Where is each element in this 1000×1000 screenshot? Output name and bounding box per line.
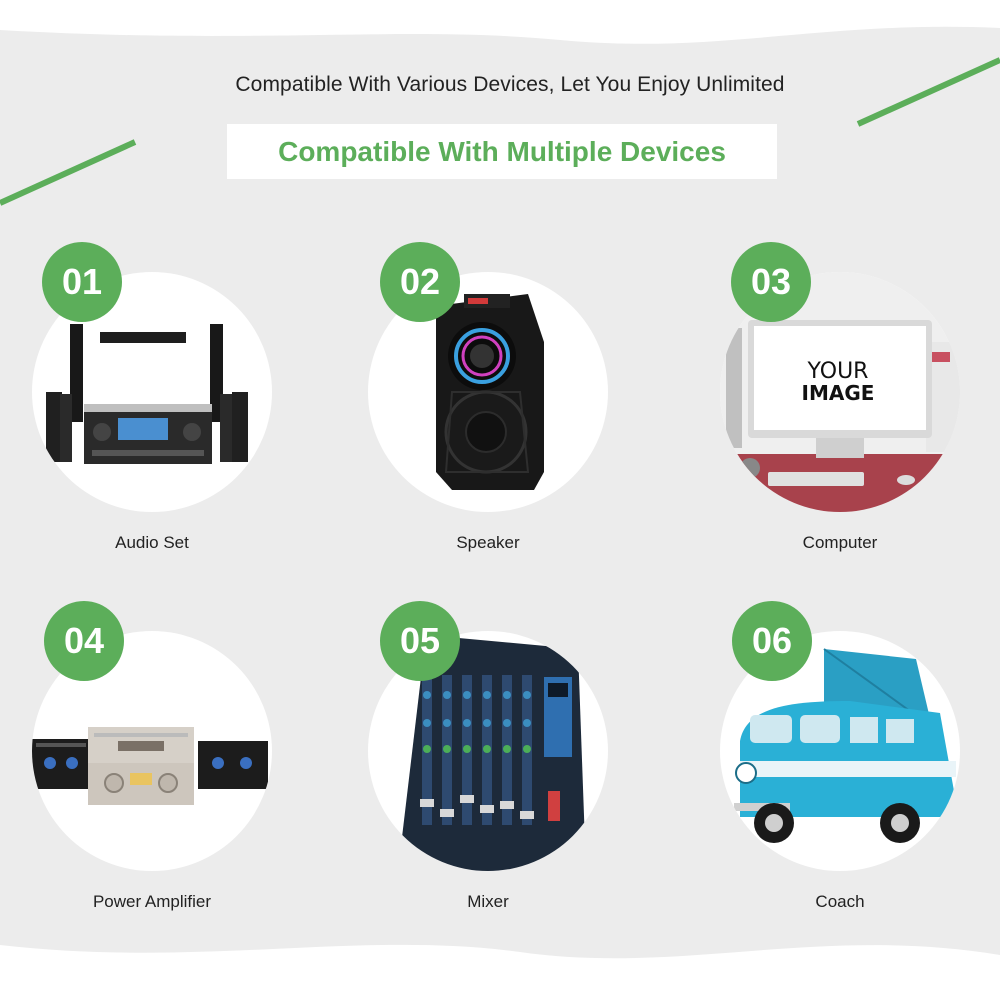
title-banner: Compatible With Multiple Devices [227, 124, 777, 179]
device-card-coach: 06 Coach [720, 601, 960, 911]
device-card-audio-set: 01 Audio Set [32, 242, 272, 552]
device-card-computer: YOUR IMAGE 03 Computer [720, 242, 960, 552]
accent-line-right [856, 57, 1000, 127]
number-badge: 04 [44, 601, 124, 681]
number-badge: 05 [380, 601, 460, 681]
computer-image: YOUR IMAGE [720, 272, 960, 512]
device-card-mixer: 05 Mixer [368, 601, 608, 911]
device-card-speaker: 02 Speaker [368, 242, 608, 552]
device-label: Audio Set [115, 533, 189, 552]
mixer-image [398, 635, 586, 871]
device-label: Mixer [467, 892, 509, 911]
number-badge: 02 [380, 242, 460, 322]
number-badge: 03 [731, 242, 811, 322]
page-title: Compatible With Multiple Devices [278, 135, 726, 167]
accent-line-left [0, 139, 137, 206]
number-badge: 01 [42, 242, 122, 322]
device-card-power-amplifier: 04 Power Amplifier [32, 601, 272, 911]
screen-text-line-1: YOUR [807, 359, 869, 384]
device-image-circle [720, 631, 960, 871]
coach-image [734, 648, 956, 843]
device-label: Speaker [456, 533, 520, 552]
power-amplifier-image [32, 727, 268, 805]
audio-set-image [46, 324, 248, 464]
number-badge: 06 [732, 601, 812, 681]
screen-text-line-2: IMAGE [802, 381, 875, 405]
device-label: Power Amplifier [92, 892, 212, 911]
device-label: Coach [815, 892, 865, 911]
device-image-circle [32, 631, 272, 871]
page-subtitle: Compatible With Various Devices, Let You… [235, 73, 785, 96]
speaker-image [436, 294, 544, 490]
device-image-circle: YOUR IMAGE [720, 272, 960, 512]
device-label: Computer [802, 533, 878, 552]
